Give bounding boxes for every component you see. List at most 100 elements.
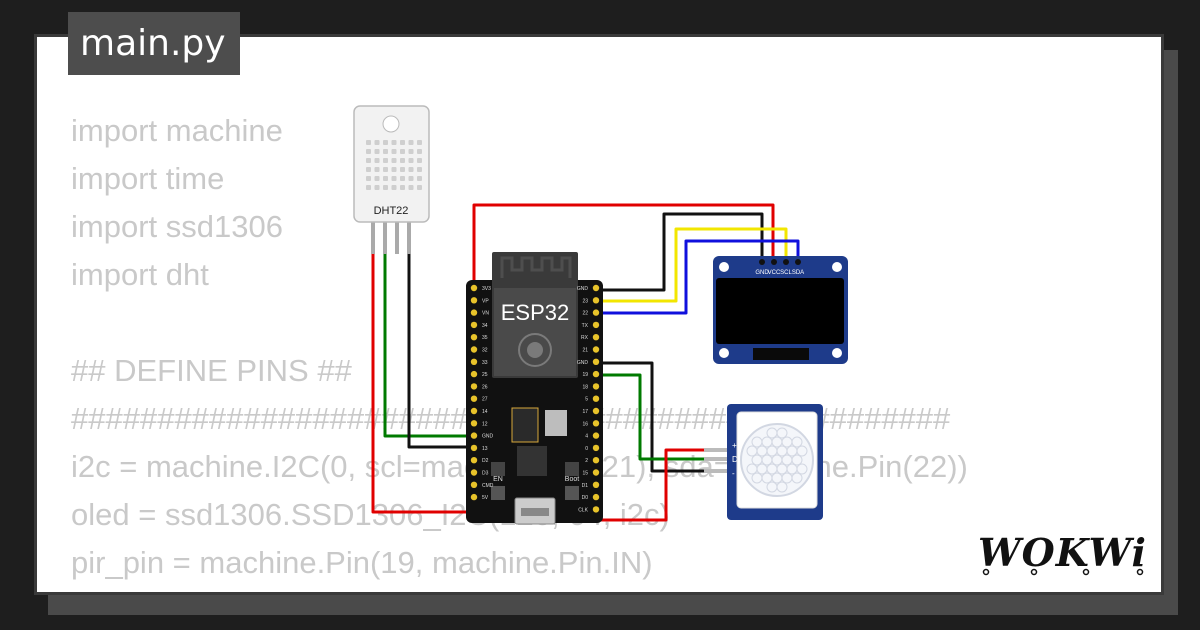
file-tab[interactable]: main.py	[68, 12, 240, 75]
esp32-pin[interactable]	[592, 284, 600, 292]
wokwi-logo: WOKWi	[978, 530, 1147, 576]
esp32-pin-label: 2	[585, 458, 588, 464]
esp32-pin-label: 25	[482, 372, 488, 378]
esp32-pin[interactable]	[470, 481, 478, 488]
wire-oled-scl	[597, 227, 788, 303]
esp32-pin[interactable]	[592, 383, 600, 390]
esp32-pin-label: 5V	[482, 495, 489, 501]
esp32-pin[interactable]	[470, 309, 478, 316]
esp32-pin[interactable]	[470, 358, 478, 365]
esp32-pin-label: CLK	[578, 507, 588, 513]
esp32-label: ESP32	[501, 300, 570, 325]
esp32-pin-label: 15	[582, 471, 588, 477]
pir-dome	[740, 423, 814, 497]
esp32-pin[interactable]	[470, 284, 478, 292]
esp32-pin[interactable]	[470, 370, 478, 378]
code-line: ## DEFINE PINS ##	[71, 353, 352, 388]
esp32-pin[interactable]	[470, 321, 478, 329]
wire-pir-gnd	[597, 361, 729, 473]
esp32-pin[interactable]	[592, 370, 600, 378]
esp32-pin-label: 18	[582, 384, 588, 390]
dht22-sensor[interactable]: DHT22	[353, 105, 430, 254]
esp32-pin[interactable]	[470, 346, 478, 353]
esp32-pin[interactable]	[470, 432, 478, 439]
esp32-pin-label: GND	[577, 360, 589, 366]
esp32-pin[interactable]	[592, 420, 600, 427]
esp32-board[interactable]: ESP32 EN Boot 3V3VPVN343532332526271412G…	[466, 252, 603, 525]
esp32-pin-label: GND	[482, 434, 494, 440]
esp32-pin[interactable]	[592, 297, 600, 304]
esp32-pin[interactable]	[470, 297, 478, 304]
esp32-pin[interactable]	[592, 395, 600, 402]
esp32-pin-label: 3V3	[482, 286, 491, 292]
esp32-pin[interactable]	[592, 506, 600, 513]
esp32-pin-label: D0	[582, 495, 589, 501]
esp32-pin-label: 5	[585, 397, 588, 403]
esp32-pin[interactable]	[592, 481, 600, 488]
esp32-pin-label: 19	[582, 372, 588, 378]
wire-dht-gnd	[407, 252, 474, 449]
esp32-pin[interactable]	[592, 309, 600, 316]
pir-pin-label: D	[732, 455, 738, 464]
pir-pin-label: -	[732, 469, 735, 478]
esp32-pin[interactable]	[470, 334, 478, 341]
esp32-pin[interactable]	[592, 334, 600, 341]
dht22-label: DHT22	[374, 205, 409, 217]
esp32-pin-label: 27	[482, 397, 488, 403]
esp32-pin[interactable]	[592, 407, 600, 415]
wire-oled-sda	[597, 239, 800, 315]
esp32-pin[interactable]	[470, 444, 478, 452]
esp32-pin-label: D1	[582, 483, 589, 489]
esp32-pin[interactable]	[592, 432, 600, 439]
esp32-pin-label: 13	[482, 446, 488, 452]
code-line: import time	[71, 161, 225, 196]
wire-3v3-oled-vcc	[472, 203, 775, 288]
oled-pin-label: SDA	[792, 270, 804, 276]
oled-screen	[716, 278, 844, 344]
oled-pin-label: VCC	[768, 270, 781, 276]
esp32-pin[interactable]	[470, 383, 478, 390]
esp32-pin[interactable]	[592, 493, 600, 501]
esp32-pin-label: 16	[582, 421, 588, 427]
esp32-pin-label: 12	[482, 421, 488, 427]
esp32-pin-label: 22	[582, 311, 588, 317]
oled-display[interactable]: GND VCC SCL SDA	[713, 256, 848, 364]
esp32-pin[interactable]	[592, 457, 600, 464]
esp32-pin[interactable]	[592, 358, 600, 365]
esp32-pin-label: 26	[482, 384, 488, 390]
pir-sensor[interactable]: + D -	[704, 404, 823, 520]
esp32-pin-label: 21	[582, 348, 588, 354]
esp32-pin[interactable]	[470, 395, 478, 402]
oled-pin-label: GND	[755, 270, 769, 276]
esp32-pin[interactable]	[592, 346, 600, 353]
esp32-pin[interactable]	[592, 444, 600, 452]
esp32-pin-label: CMD	[482, 483, 494, 489]
code-line: import ssd1306	[71, 209, 283, 244]
wokwi-logo-text: WOKWi	[978, 530, 1147, 575]
esp32-pin[interactable]	[470, 469, 478, 476]
esp32-pin[interactable]	[592, 469, 600, 476]
wire-dht-data	[383, 252, 474, 438]
esp32-pin-label: D2	[482, 458, 489, 464]
esp32-pin-label: VP	[482, 298, 489, 304]
esp32-pin-label: 32	[482, 348, 488, 354]
code-line: import machine	[71, 113, 283, 148]
wires	[371, 203, 800, 522]
esp32-pin-label: VN	[482, 311, 489, 317]
esp32-pin-label: 33	[482, 360, 488, 366]
esp32-pin[interactable]	[470, 407, 478, 415]
esp32-pin[interactable]	[592, 321, 600, 329]
esp32-pin[interactable]	[470, 493, 478, 501]
oled-pin-label: SCL	[780, 270, 792, 276]
esp32-pin-label: 0	[585, 446, 588, 452]
wire-pir-data	[597, 373, 729, 461]
esp32-pin[interactable]	[470, 420, 478, 427]
dht22-vents	[366, 140, 422, 190]
esp32-pin-label: 23	[582, 298, 588, 304]
boot-label: Boot	[565, 476, 579, 483]
pir-pin-label: +	[732, 441, 737, 450]
esp32-pin[interactable]	[470, 457, 478, 464]
